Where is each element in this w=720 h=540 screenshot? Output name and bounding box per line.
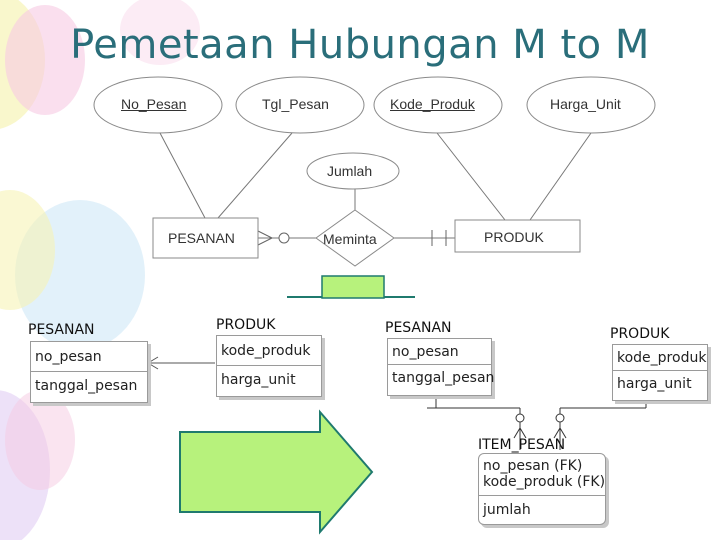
relationship-label-meminta: Meminta — [323, 231, 377, 247]
background-balloons — [0, 0, 200, 540]
table-body: no_pesan tanggal_pesan — [30, 341, 148, 403]
left-table-connector — [137, 346, 215, 370]
entity-box-pesanan — [152, 217, 259, 259]
attribute-label-no-pesan: No_Pesan — [121, 96, 187, 112]
attribute-label-tgl-pesan: Tgl_Pesan — [262, 96, 329, 112]
balloon-decoration — [0, 190, 55, 310]
mapping-arrow — [179, 409, 374, 535]
balloon-decoration — [5, 390, 75, 490]
table-field: kode_produk — [617, 350, 707, 366]
attribute-ellipse-kode-produk — [373, 76, 503, 134]
table-name: PESANAN — [28, 322, 95, 338]
attribute-label-harga-unit: Harga_Unit — [550, 96, 621, 112]
table-key-field: no_pesan (FK) — [483, 458, 583, 474]
cardinality-marks — [257, 230, 447, 246]
table-field: no_pesan — [35, 349, 102, 365]
table-name: PESANAN — [385, 320, 452, 336]
balloon-decoration — [5, 5, 85, 115]
table-body: no_pesan tanggal_pesan — [387, 338, 495, 396]
table-body: kode_produk harga_unit — [216, 335, 322, 397]
table-name: PRODUK — [610, 326, 670, 342]
table-field: tanggal_pesan — [392, 370, 495, 386]
table-field: harga_unit — [221, 372, 296, 388]
attribute-ellipse-tgl-pesan — [235, 76, 365, 134]
entity-box-produk — [454, 219, 581, 253]
table-divider — [613, 370, 707, 371]
relationship-diamond-meminta — [315, 209, 395, 267]
attribute-label-kode-produk: Kode_Produk — [390, 96, 475, 112]
transition-arrow-small — [287, 275, 415, 299]
entity-label-pesanan: PESANAN — [168, 230, 235, 246]
attribute-label-jumlah: Jumlah — [327, 163, 373, 179]
table-body: kode_produk harga_unit — [612, 344, 708, 401]
table-body: no_pesan (FK) kode_produk (FK) jumlah — [478, 453, 606, 525]
attribute-ellipse-no-pesan — [93, 76, 223, 134]
table-divider — [217, 365, 321, 366]
table-divider — [31, 371, 147, 372]
table-name: ITEM_PESAN — [478, 437, 566, 453]
table-divider — [388, 364, 491, 365]
table-field: harga_unit — [617, 376, 692, 392]
table-key-field: kode_produk (FK) — [483, 474, 606, 490]
balloon-decoration — [120, 0, 200, 65]
table-name: PRODUK — [216, 317, 276, 333]
entity-label-produk: PRODUK — [484, 229, 544, 245]
table-divider — [479, 495, 605, 496]
table-field: kode_produk — [221, 343, 311, 359]
table-field: tanggal_pesan — [35, 378, 138, 394]
attribute-ellipse-harga-unit — [526, 76, 656, 134]
slide-title: Pemetaan Hubungan M to M — [70, 22, 650, 68]
attribute-ellipse-jumlah — [306, 152, 400, 190]
table-field: no_pesan — [392, 344, 459, 360]
table-field: jumlah — [483, 502, 531, 518]
er-connector-lines — [159, 132, 592, 239]
